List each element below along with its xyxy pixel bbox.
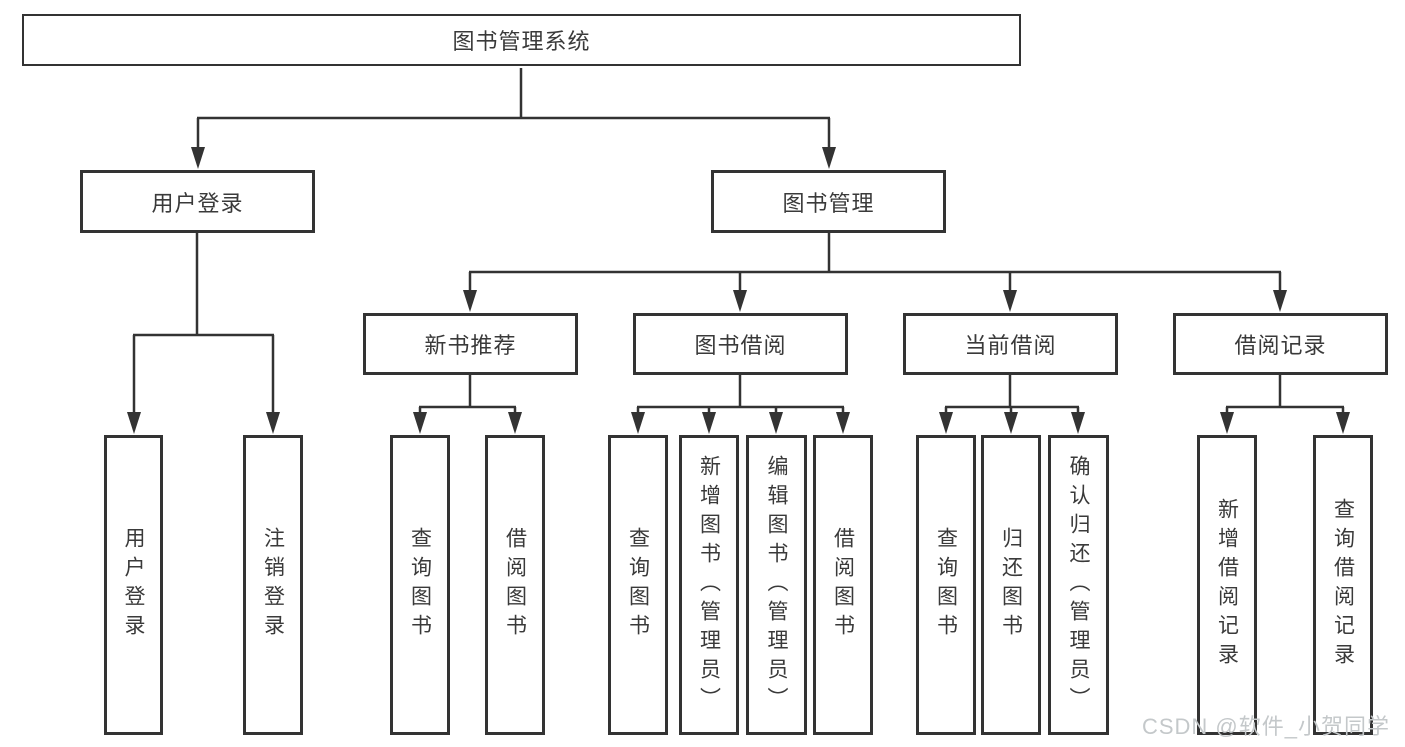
leaf-query-book-borrow: 查询图书 (608, 435, 668, 735)
leaf-edit-book-admin: 编辑图书（管理员） (746, 435, 807, 735)
leaf-borrow-book: 借阅图书 (813, 435, 873, 735)
node-new-book-recommend: 新书推荐 (363, 313, 578, 375)
leaf-borrow-book-recommend: 借阅图书 (485, 435, 545, 735)
leaf-confirm-return-admin: 确认归还（管理员） (1048, 435, 1109, 735)
leaf-query-borrow-record: 查询借阅记录 (1313, 435, 1373, 735)
csdn-watermark: CSDN @软件_小贺同学 (1141, 714, 1390, 739)
leaf-add-book-admin: 新增图书（管理员） (679, 435, 739, 735)
leaf-add-borrow-record: 新增借阅记录 (1197, 435, 1257, 735)
leaf-logout: 注销登录 (243, 435, 303, 735)
node-user-login: 用户登录 (80, 170, 315, 233)
node-borrow-records: 借阅记录 (1173, 313, 1388, 375)
leaf-return-book: 归还图书 (981, 435, 1041, 735)
leaf-query-book-current: 查询图书 (916, 435, 976, 735)
leaf-user-login: 用户登录 (104, 435, 163, 735)
leaf-query-book-recommend: 查询图书 (390, 435, 450, 735)
node-book-borrow: 图书借阅 (633, 313, 848, 375)
node-book-management: 图书管理 (711, 170, 946, 233)
node-library-system: 图书管理系统 (22, 14, 1021, 66)
node-current-borrow: 当前借阅 (903, 313, 1118, 375)
